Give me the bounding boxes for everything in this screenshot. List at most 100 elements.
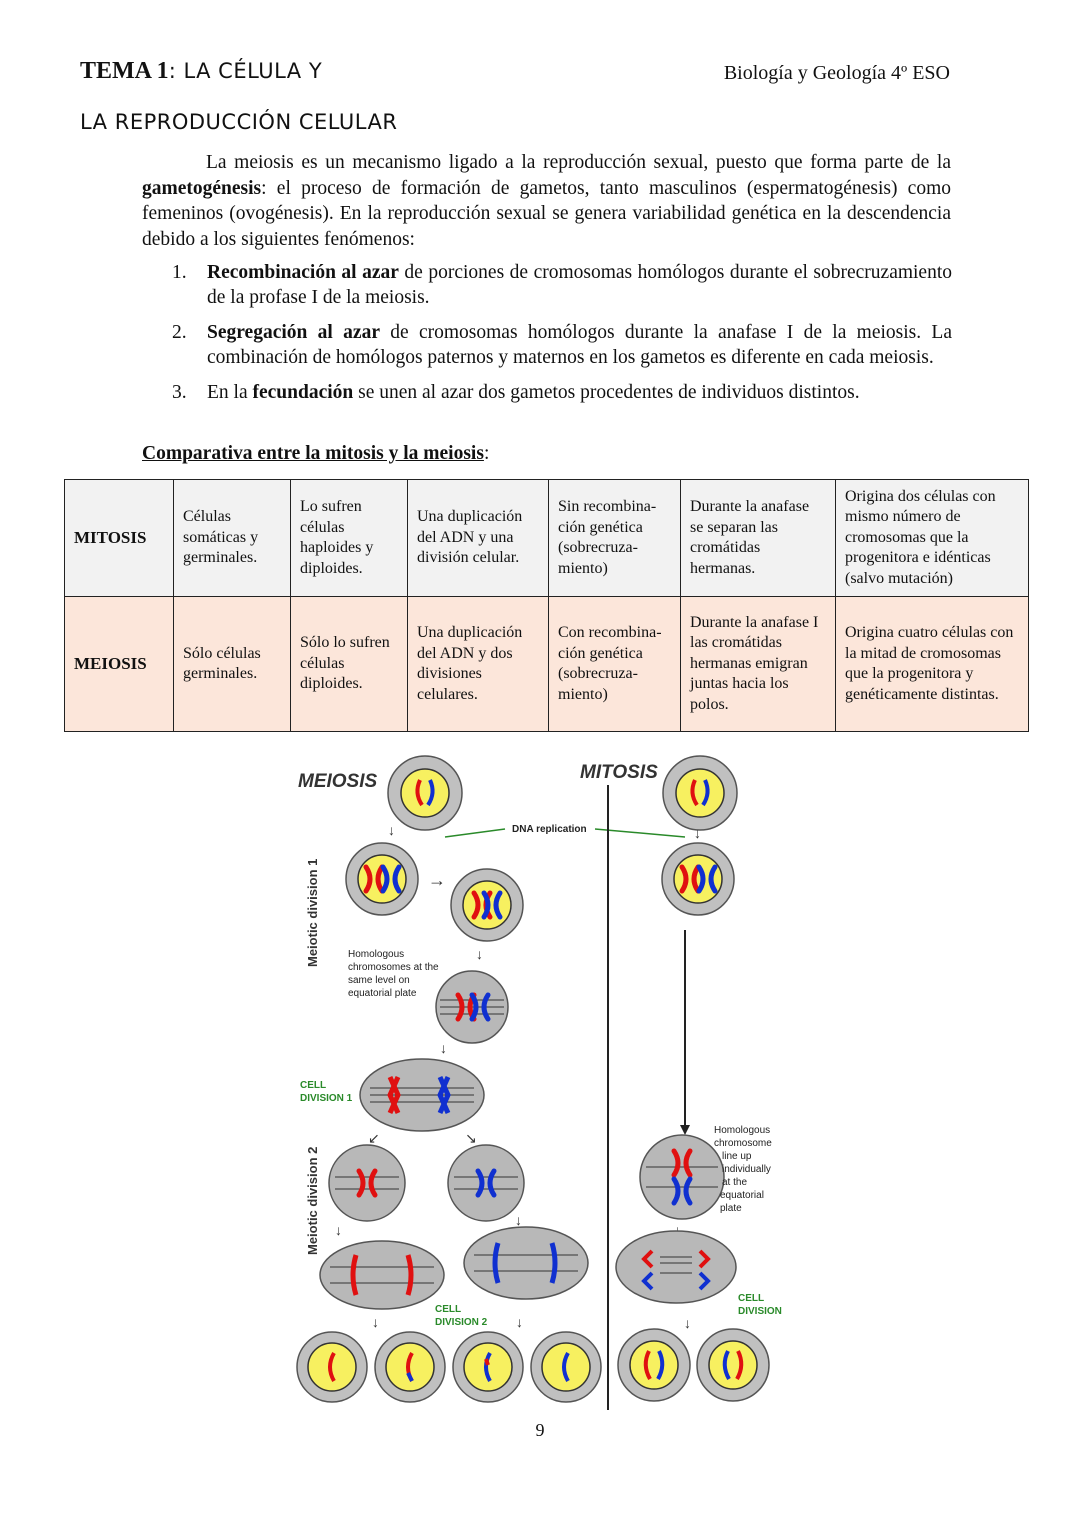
table-cell: MEIOSIS xyxy=(64,596,174,732)
comparison-colon: : xyxy=(483,443,490,464)
gamete-cell xyxy=(296,1331,368,1403)
cell-division-label: CELL xyxy=(738,1293,764,1304)
note-line: Homologous xyxy=(348,949,404,960)
homologous-same-level-note: Homologous chromosomes at the same level… xyxy=(348,949,439,999)
table-cell: Una duplicación del ADN y una división c… xyxy=(407,479,549,597)
list-text: de porciones de cromosomas homólogos dur… xyxy=(207,262,953,308)
table-cell: Origina dos células con mismo número de … xyxy=(835,479,1029,597)
table-cell: Con recombina-ción genética (sobrecruza-… xyxy=(548,596,681,732)
list-bold: fecundación xyxy=(252,382,354,403)
svg-text:↓: ↓ xyxy=(372,1314,379,1330)
intro-bold-term: gametogénesis xyxy=(142,177,262,199)
cell-division-label: DIVISION xyxy=(738,1306,782,1317)
meiosis-anaphase-2-cell-red xyxy=(319,1240,445,1310)
mitosis-daughter-cell xyxy=(696,1328,770,1402)
list-item: 2. Segregación al azar de cromosomas homó… xyxy=(172,320,952,370)
gamete-cell xyxy=(530,1331,602,1403)
table-cell: Sólo células germinales. xyxy=(173,596,291,732)
table-cell: Durante la anafase I las cromátidas herm… xyxy=(680,596,836,732)
gamete-cell xyxy=(452,1331,524,1403)
list-pre: En la xyxy=(207,382,253,403)
header-title: TEMA 1: LA CÉLULA Y xyxy=(80,58,322,85)
svg-text:↓: ↓ xyxy=(694,825,701,841)
table-cell: Durante la anafase se separan las cromát… xyxy=(680,479,836,597)
list-item: 1. Recombinación al azar de porciones de … xyxy=(172,260,952,310)
meiosis-pairing-cell xyxy=(450,868,524,942)
meiosis-anaphase-1-cell xyxy=(359,1058,485,1132)
table-row-mitosis: MITOSIS Células somáticas y germinales. … xyxy=(64,479,1029,597)
note-line: plate xyxy=(720,1203,742,1214)
svg-text:↘: ↘ xyxy=(465,1130,477,1146)
table-cell: Células somáticas y germinales. xyxy=(173,479,291,597)
homologous-line-up-note: Homologous chromosome line up individual… xyxy=(714,1125,772,1214)
table-row-meiosis: MEIOSIS Sólo células germinales. Sólo lo… xyxy=(64,596,1029,732)
intro-text-2: : el proceso de formación de gametos, ta… xyxy=(142,177,951,250)
svg-text:↙: ↙ xyxy=(368,1130,380,1146)
table-cell: Origina cuatro células con la mitad de c… xyxy=(835,596,1029,732)
table-cell: Lo sufren células haploides y diploides. xyxy=(290,479,408,597)
meiosis-anaphase-2-cell-blue xyxy=(463,1226,589,1300)
note-line: at the xyxy=(722,1177,747,1188)
svg-text:↓: ↓ xyxy=(388,822,395,838)
tema-title-part1: : LA CÉLULA Y xyxy=(168,59,323,83)
tema-number: TEMA 1 xyxy=(80,58,169,84)
meiotic-division-1-label: Meiotic division 1 xyxy=(305,859,320,967)
list-text: se unen al azar dos gametos procedentes … xyxy=(353,382,860,403)
svg-text:↓: ↓ xyxy=(516,1314,523,1330)
intro-text-1: La meiosis es un mecanismo ligado a la r… xyxy=(206,152,951,173)
list-item: 3.En la fecundación se unen al azar dos … xyxy=(172,380,952,405)
cell-division-1-label: DIVISION 1 xyxy=(300,1093,353,1104)
note-line: Homologous xyxy=(714,1125,770,1136)
svg-text:↓: ↓ xyxy=(476,946,483,962)
list-bold: Segregación al azar xyxy=(207,322,380,343)
mitosis-anaphase-cell xyxy=(615,1230,737,1304)
table-cell: MITOSIS xyxy=(64,479,174,597)
cell-division-2-label: DIVISION 2 xyxy=(435,1317,488,1328)
comparison-title: Comparativa entre la mitosis y la meiosi… xyxy=(142,443,489,465)
tema-title-part2: LA REPRODUCCIÓN CELULAR xyxy=(80,110,398,134)
page-number: 9 xyxy=(535,1420,545,1440)
cell-division-2-label: CELL xyxy=(435,1304,461,1315)
list-number: 2. xyxy=(172,322,187,343)
meiosis-start-cell xyxy=(387,755,463,831)
list-text: de cromosomas homólogos durante la anafa… xyxy=(207,322,952,368)
meiotic-division-2-label: Meiotic division 2 xyxy=(305,1147,320,1255)
note-line: line up xyxy=(722,1151,752,1162)
note-line: same level on xyxy=(348,975,410,986)
meiosis-duplicated-cell xyxy=(345,842,419,916)
comparison-table: MITOSIS Células somáticas y germinales. … xyxy=(64,479,1029,732)
cell-division-1-label: CELL xyxy=(300,1080,326,1091)
mitosis-metaphase-cell xyxy=(639,1134,725,1220)
mitosis-start-cell xyxy=(662,755,738,831)
subject-label: Biología y Geología 4º ESO xyxy=(723,62,950,84)
list-number: 1. xyxy=(172,262,187,283)
meiosis-label: MEIOSIS xyxy=(298,771,378,792)
table-cell: Sólo lo sufren células diploides. xyxy=(290,596,408,732)
list-bold: Recombinación al azar xyxy=(207,262,399,283)
meiosis-metaphase-2-cell-red xyxy=(328,1144,406,1222)
table-cell: Una duplicación del ADN y dos divisiones… xyxy=(407,596,549,732)
phenomena-list: 1. Recombinación al azar de porciones de … xyxy=(172,260,952,415)
diagram-svg: MEIOSIS MITOSIS DNA replication ↓ ↓ Meio… xyxy=(296,755,782,1410)
note-line: equatorial xyxy=(720,1190,764,1201)
note-line: individually xyxy=(722,1164,771,1175)
svg-text:→: → xyxy=(428,870,446,890)
mitosis-daughter-cell xyxy=(617,1328,691,1402)
svg-text:↓: ↓ xyxy=(674,1222,681,1238)
gamete-cell xyxy=(374,1331,446,1403)
meiosis-mitosis-diagram: MEIOSIS MITOSIS DNA replication ↓ ↓ Meio… xyxy=(290,745,810,1415)
intro-paragraph: La meiosis es un mecanismo ligado a la r… xyxy=(142,150,951,252)
svg-text:↓: ↓ xyxy=(515,1212,522,1228)
comparison-title-text: Comparativa entre la mitosis y la meiosi… xyxy=(142,443,484,464)
note-line: chromosomes at the xyxy=(348,962,439,973)
meiosis-metaphase-1-cell xyxy=(435,970,509,1044)
svg-text:↓: ↓ xyxy=(440,1040,447,1056)
mitosis-label: MITOSIS xyxy=(580,762,658,783)
meiosis-metaphase-2-cell-blue xyxy=(447,1144,525,1222)
svg-text:↓: ↓ xyxy=(335,1222,342,1238)
dna-replication-label: DNA replication xyxy=(512,824,587,835)
table-cell: Sin recombina-ción genética (sobrecruza-… xyxy=(548,479,681,597)
note-line: chromosome xyxy=(714,1138,772,1149)
mitosis-duplicated-cell xyxy=(661,842,735,916)
svg-text:↓: ↓ xyxy=(684,1315,691,1331)
